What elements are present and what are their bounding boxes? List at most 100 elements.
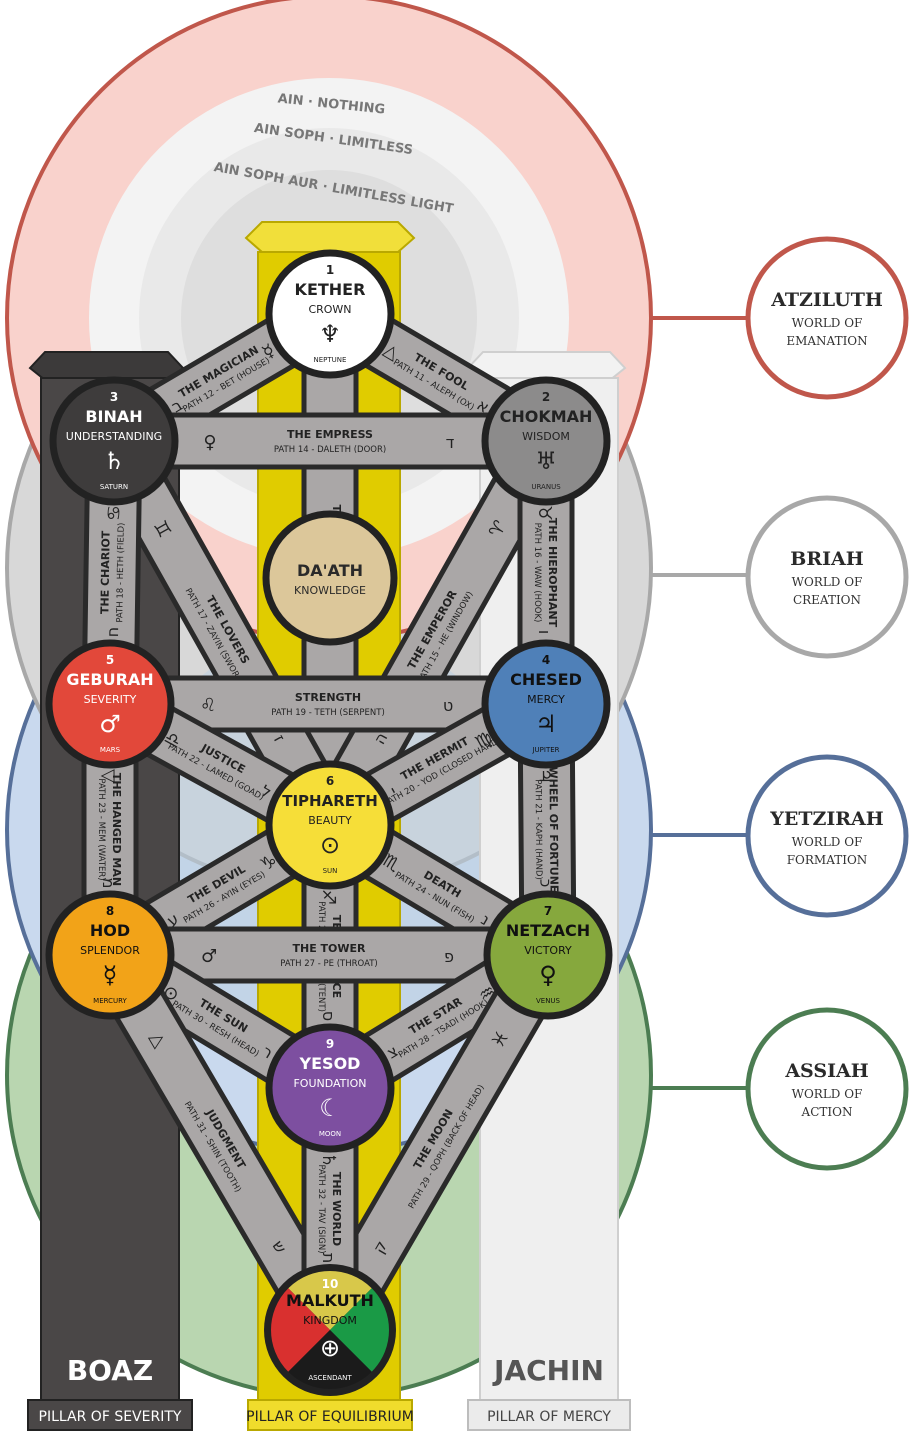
world-line1: WORLD OF (792, 835, 863, 849)
path-symbol-icon: ♋ (104, 505, 125, 521)
world-yetzirah: YETZIRAH WORLD OF FORMATION (745, 754, 909, 918)
sephira-meaning: WISDOM (522, 430, 570, 443)
planet-symbol-icon: ♄ (103, 447, 125, 475)
path-title: THE WORLD (330, 1172, 343, 1246)
sephira-meaning: CROWN (308, 303, 351, 316)
planet-name: NEPTUNE (314, 356, 347, 364)
world-line2: CREATION (793, 593, 861, 607)
path-title: STRENGTH (295, 691, 361, 704)
hebrew-letter: כ (536, 879, 555, 888)
planet-name: URANUS (531, 483, 561, 491)
sephira-number: 2 (542, 390, 550, 404)
sephira-daath: DA'ATH KNOWLEDGE (262, 510, 398, 646)
sephira-name: KETHER (295, 280, 366, 299)
sephira-meaning: MERCY (527, 693, 565, 706)
sephira-name: GEBURAH (66, 670, 153, 689)
planet-symbol-icon: ♅ (535, 447, 557, 475)
path-symbol-icon: ♐ (318, 889, 339, 905)
sephira-name: HOD (90, 921, 130, 940)
path-symbol-icon: ♀ (203, 432, 216, 453)
hebrew-letter: ת (319, 1253, 338, 1264)
hebrew-letter: ט (443, 696, 453, 715)
pillar-equilibrium-label: PILLAR OF EQUILIBRIUM (246, 1409, 414, 1425)
path-subtitle: PATH 27 - PE (THROAT) (280, 959, 378, 969)
planet-symbol-icon: ⊙ (320, 831, 340, 859)
sephira-name: DA'ATH (297, 561, 363, 580)
sephira-number: 7 (544, 904, 552, 918)
sephiroth-layer: 1KETHERCROWN♆NEPTUNE2CHOKMAHWISDOM♅URANU… (45, 249, 613, 1396)
sephira-number: 5 (106, 653, 114, 667)
hebrew-letter: ס (319, 1011, 338, 1021)
path-subtitle: PATH 32 - TAV (SIGN) (316, 1164, 326, 1253)
path-title: THE CHARIOT (98, 530, 112, 614)
sephira-number: 8 (106, 904, 114, 918)
sephira-number: 1 (326, 263, 334, 277)
planet-name: JUPITER (531, 746, 559, 754)
path-subtitle: PATH 16 - WAW (HOOK) (532, 523, 542, 623)
world-line1: WORLD OF (792, 575, 863, 589)
path-subtitle: PATH 23 - MEM (WATER) (96, 778, 106, 880)
planet-name: VENUS (536, 997, 561, 1005)
path-symbol-icon: ♂ (201, 946, 217, 967)
path-subtitle: PATH 21 - KAPH (HAND) (533, 779, 544, 880)
path-symbol-icon: ♃ (535, 768, 556, 784)
pillar-severity-label: PILLAR OF SEVERITY (39, 1409, 182, 1425)
path-subtitle: PATH 18 - HETH (FIELD) (115, 523, 127, 623)
world-name: BRIAH (790, 548, 863, 570)
world-labels: ATZILUTH WORLD OF EMANATION BRIAH WORLD … (651, 236, 909, 1171)
path-symbol-icon: ♄ (318, 1152, 339, 1168)
path-symbol-icon: ♌ (200, 695, 216, 716)
world-assiah: ASSIAH WORLD OF ACTION (745, 1007, 909, 1171)
sephira-name: BINAH (85, 407, 142, 426)
planet-symbol-icon: ♆ (319, 320, 341, 348)
planet-symbol-icon: ☾ (319, 1094, 341, 1122)
planet-symbol-icon: ☿ (103, 961, 118, 989)
world-line1: WORLD OF (792, 316, 863, 330)
world-line2: EMANATION (786, 334, 867, 348)
sephira-name: CHESED (510, 670, 582, 689)
path-title: THE EMPRESS (287, 428, 373, 441)
planet-symbol-icon: ⊕ (320, 1334, 340, 1362)
sephira-number: 6 (326, 774, 334, 788)
boaz-label: BOAZ (67, 1354, 153, 1387)
path-title: WHEEL OF FORTUNE (546, 766, 560, 892)
jachin-label: JACHIN (492, 1354, 604, 1387)
world-line2: ACTION (801, 1105, 853, 1119)
planet-symbol-icon: ♀ (539, 961, 557, 989)
planet-name: ASCENDANT (308, 1374, 352, 1382)
planet-name: SUN (323, 867, 338, 875)
world-name: YETZIRAH (769, 808, 883, 830)
planet-symbol-icon: ♃ (535, 710, 557, 738)
path-subtitle: PATH 19 - TETH (SERPENT) (271, 708, 385, 718)
world-name: ATZILUTH (770, 289, 883, 311)
sephira-meaning: KINGDOM (303, 1314, 357, 1327)
pillar-footers: PILLAR OF SEVERITY PILLAR OF EQUILIBRIUM… (27, 1399, 631, 1431)
path-symbol-icon: ♉ (534, 505, 555, 521)
planet-name: MOON (319, 1130, 341, 1138)
path-title: THE HANGED MAN (110, 773, 123, 886)
sephira-meaning: FOUNDATION (293, 1077, 366, 1090)
path-band (111, 412, 549, 470)
hebrew-letter: ו (535, 630, 554, 634)
path-subtitle: PATH 14 - DALETH (DOOR) (274, 445, 386, 455)
sephira-number: 3 (110, 390, 118, 404)
planet-symbol-icon: ♂ (99, 710, 121, 738)
path-title: THE TOWER (292, 942, 366, 955)
sephira-meaning: KNOWLEDGE (294, 584, 366, 597)
sephira-meaning: SEVERITY (84, 693, 137, 706)
sephira-name: NETZACH (506, 921, 590, 940)
world-briah: BRIAH WORLD OF CREATION (745, 495, 909, 659)
world-atziluth: ATZILUTH WORLD OF EMANATION (745, 236, 909, 400)
sephira-number: 4 (542, 653, 550, 667)
